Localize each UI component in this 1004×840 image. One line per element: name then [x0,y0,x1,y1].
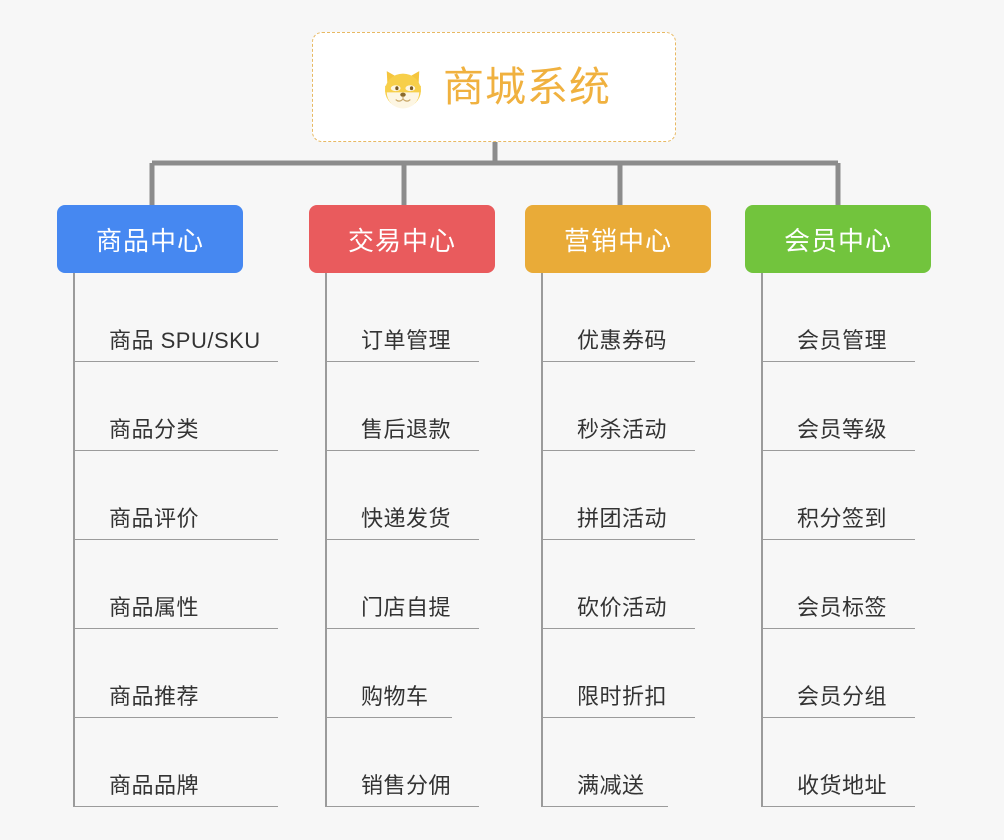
leaf-label: 门店自提 [361,595,452,620]
branch-header-2[interactable]: 营销中心 [525,205,711,273]
leaf-label: 会员等级 [797,417,888,442]
leaf-item[interactable]: 会员管理 [763,273,915,362]
leaf-item[interactable]: 会员等级 [763,362,915,451]
leaf-label: 商品推荐 [109,684,200,709]
leaf-item[interactable]: 收货地址 [763,718,915,807]
leaf-item[interactable]: 商品 SPU/SKU [75,273,278,362]
branch-column-1: 交易中心 订单管理 售后退款 快递发货 门店自提 购物车 销售分佣 [309,205,495,807]
leaf-item[interactable]: 门店自提 [327,540,479,629]
leaf-item[interactable]: 销售分佣 [327,718,479,807]
leaf-label: 积分签到 [797,506,888,531]
leaf-label: 优惠券码 [577,328,668,353]
leaf-item[interactable]: 商品评价 [75,451,278,540]
leaf-item[interactable]: 快递发货 [327,451,479,540]
leaf-item[interactable]: 售后退款 [327,362,479,451]
leaf-label: 销售分佣 [361,773,452,798]
shiba-dog-face-icon [377,63,429,115]
leaf-item[interactable]: 商品品牌 [75,718,278,807]
leaf-item[interactable]: 积分签到 [763,451,915,540]
branch-header-label: 营销中心 [563,225,672,256]
leaf-label: 商品分类 [109,417,200,442]
leaf-label: 商品属性 [109,595,200,620]
leaf-label: 秒杀活动 [577,417,668,442]
leaf-item[interactable]: 优惠券码 [543,273,695,362]
leaf-label: 商品评价 [109,506,200,531]
leaf-list-3: 会员管理 会员等级 积分签到 会员标签 会员分组 收货地址 [761,273,931,807]
leaf-label: 售后退款 [361,417,452,442]
leaf-label: 限时折扣 [577,684,668,709]
leaf-item[interactable]: 商品分类 [75,362,278,451]
leaf-label: 订单管理 [361,328,452,353]
root-node[interactable]: 商城系统 [312,32,676,142]
leaf-list-2: 优惠券码 秒杀活动 拼团活动 砍价活动 限时折扣 满减送 [541,273,711,807]
leaf-item[interactable]: 砍价活动 [543,540,695,629]
leaf-label: 商品品牌 [109,773,200,798]
branch-header-label: 会员中心 [783,225,892,256]
branch-column-3: 会员中心 会员管理 会员等级 积分签到 会员标签 会员分组 收货地址 [745,205,931,807]
branch-column-0: 商品中心 商品 SPU/SKU 商品分类 商品评价 商品属性 商品推荐 商品品牌 [57,205,278,807]
leaf-item[interactable]: 满减送 [543,718,668,807]
leaf-label: 会员分组 [797,684,888,709]
branch-column-2: 营销中心 优惠券码 秒杀活动 拼团活动 砍价活动 限时折扣 满减送 [525,205,711,807]
leaf-item[interactable]: 会员分组 [763,629,915,718]
leaf-label: 快递发货 [361,506,452,531]
leaf-label: 满减送 [577,773,645,798]
branch-header-label: 商品中心 [95,225,204,256]
leaf-item[interactable]: 购物车 [327,629,452,718]
leaf-list-0: 商品 SPU/SKU 商品分类 商品评价 商品属性 商品推荐 商品品牌 [73,273,278,807]
leaf-item[interactable]: 商品属性 [75,540,278,629]
branch-header-1[interactable]: 交易中心 [309,205,495,273]
leaf-item[interactable]: 订单管理 [327,273,479,362]
branch-header-label: 交易中心 [347,225,456,256]
leaf-label: 拼团活动 [577,506,668,531]
leaf-item[interactable]: 限时折扣 [543,629,695,718]
leaf-label: 收货地址 [797,773,888,798]
leaf-item[interactable]: 会员标签 [763,540,915,629]
branch-header-0[interactable]: 商品中心 [57,205,243,273]
leaf-label: 商品 SPU/SKU [109,328,261,353]
leaf-item[interactable]: 秒杀活动 [543,362,695,451]
branch-header-3[interactable]: 会员中心 [745,205,931,273]
root-title: 商城系统 [443,63,611,110]
leaf-item[interactable]: 商品推荐 [75,629,278,718]
leaf-list-1: 订单管理 售后退款 快递发货 门店自提 购物车 销售分佣 [325,273,495,807]
leaf-label: 会员管理 [797,328,888,353]
leaf-label: 会员标签 [797,595,888,620]
leaf-item[interactable]: 拼团活动 [543,451,695,540]
leaf-label: 砍价活动 [577,595,668,620]
leaf-label: 购物车 [361,684,429,709]
